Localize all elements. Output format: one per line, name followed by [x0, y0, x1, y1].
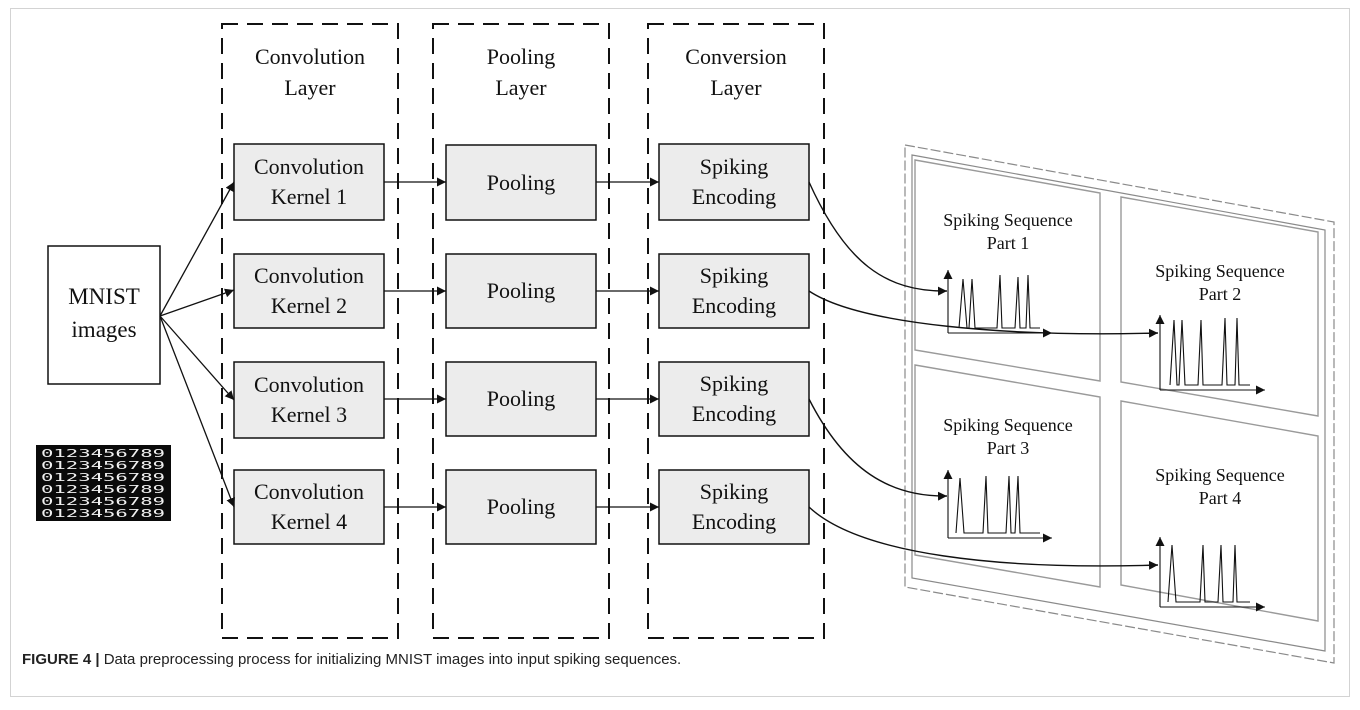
sequence-3-title: Spiking Sequence [943, 415, 1072, 435]
encoding-subtitle: Encoding [692, 401, 776, 426]
encoding-title: Spiking [700, 371, 768, 396]
mnist-input-label: MNIST [68, 284, 140, 309]
mnist-digits-thumbnail: 0123456789 0123456789 0123456789 0123456… [36, 445, 171, 521]
digit-row: 0123456789 [41, 460, 165, 472]
encoding-box-2: Spiking Encoding [658, 253, 810, 329]
kernel-number: Kernel 2 [271, 293, 347, 318]
pooling-label: Pooling [487, 494, 555, 519]
pooling-box-2: Pooling [445, 253, 597, 329]
sequence-3-part: Part 3 [987, 438, 1030, 458]
sequence-cell-1 [914, 159, 1101, 382]
pooling-layer-subtitle: Layer [495, 75, 547, 100]
sequence-4-part: Part 4 [1199, 488, 1242, 508]
kernel-number: Kernel 1 [271, 184, 347, 209]
arrow-input-to-kernel-4 [159, 315, 235, 508]
pooling-box-4: Pooling [445, 469, 597, 545]
sequence-4-title: Spiking Sequence [1155, 465, 1284, 485]
spike-plot-2 [1155, 315, 1265, 395]
sequence-cell-2 [1120, 196, 1319, 417]
mnist-input-sublabel: images [71, 317, 136, 342]
sequence-panel-inner [911, 154, 1326, 652]
kernel-title: Convolution [254, 263, 364, 288]
spike-plot-3-trace [955, 475, 1040, 534]
kernel-title: Convolution [254, 154, 364, 179]
convolution-layer-subtitle: Layer [284, 75, 336, 100]
arrow-encoding-to-sequence-4 [808, 506, 1159, 570]
encoding-subtitle: Encoding [692, 509, 776, 534]
pooling-layer-title: Pooling [487, 44, 555, 69]
encoding-box-4: Spiking Encoding [658, 469, 810, 545]
conversion-layer-subtitle: Layer [710, 75, 762, 100]
kernel-title: Convolution [254, 372, 364, 397]
arrow-input-to-kernel-1 [159, 181, 235, 317]
encoding-title: Spiking [700, 263, 768, 288]
figure-caption: FIGURE 4 | Data preprocessing process fo… [22, 651, 681, 668]
kernel-title: Convolution [254, 479, 364, 504]
digit-row: 0123456789 [41, 484, 165, 496]
digit-row: 0123456789 [41, 472, 165, 484]
kernel-box-2: Convolution Kernel 2 [233, 253, 385, 329]
encoding-subtitle: Encoding [692, 293, 776, 318]
sequence-2-part: Part 2 [1199, 284, 1242, 304]
figure-caption-label: FIGURE 4 | [22, 651, 100, 668]
spike-plot-2-trace [1169, 317, 1250, 386]
convolution-layer-title: Convolution [255, 44, 365, 69]
digit-row: 0123456789 [41, 508, 165, 520]
arrow-encoding-to-sequence-2 [808, 290, 1159, 338]
sequence-2-title: Spiking Sequence [1155, 261, 1284, 281]
pooling-label: Pooling [487, 170, 555, 195]
pooling-box-3: Pooling [445, 361, 597, 437]
encoding-box-1: Spiking Encoding [658, 143, 810, 221]
digit-row: 0123456789 [41, 496, 165, 508]
kernel-number: Kernel 4 [271, 509, 347, 534]
sequence-cell-4 [1120, 400, 1319, 622]
pooling-layer-column [432, 23, 610, 639]
sequence-cell-3 [914, 364, 1101, 588]
arrow-input-to-kernel-2 [159, 288, 235, 317]
kernel-box-3: Convolution Kernel 3 [233, 361, 385, 439]
kernel-number: Kernel 3 [271, 402, 347, 427]
mnist-input-box [47, 245, 161, 385]
spike-plot-3 [943, 470, 1052, 543]
sequence-1-title: Spiking Sequence [943, 210, 1072, 230]
encoding-title: Spiking [700, 154, 768, 179]
encoding-box-3: Spiking Encoding [658, 361, 810, 437]
convolution-layer-column [221, 23, 399, 639]
spike-plot-4-trace [1167, 544, 1250, 603]
arrow-encoding-to-sequence-1 [808, 181, 948, 296]
encoding-title: Spiking [700, 479, 768, 504]
figure-caption-text: Data preprocessing process for initializ… [103, 651, 682, 668]
pooling-label: Pooling [487, 278, 555, 303]
arrow-encoding-to-sequence-3 [808, 398, 948, 501]
pooling-box-1: Pooling [445, 144, 597, 221]
spike-plot-4 [1155, 537, 1265, 612]
conversion-layer-title: Conversion [685, 44, 786, 69]
kernel-box-4: Convolution Kernel 4 [233, 469, 385, 545]
conversion-layer-column [647, 23, 825, 639]
arrow-input-to-kernel-3 [159, 315, 235, 401]
sequence-1-part: Part 1 [987, 233, 1030, 253]
kernel-box-1: Convolution Kernel 1 [233, 143, 385, 221]
pooling-label: Pooling [487, 386, 555, 411]
digit-row: 0123456789 [41, 448, 165, 460]
encoding-subtitle: Encoding [692, 184, 776, 209]
